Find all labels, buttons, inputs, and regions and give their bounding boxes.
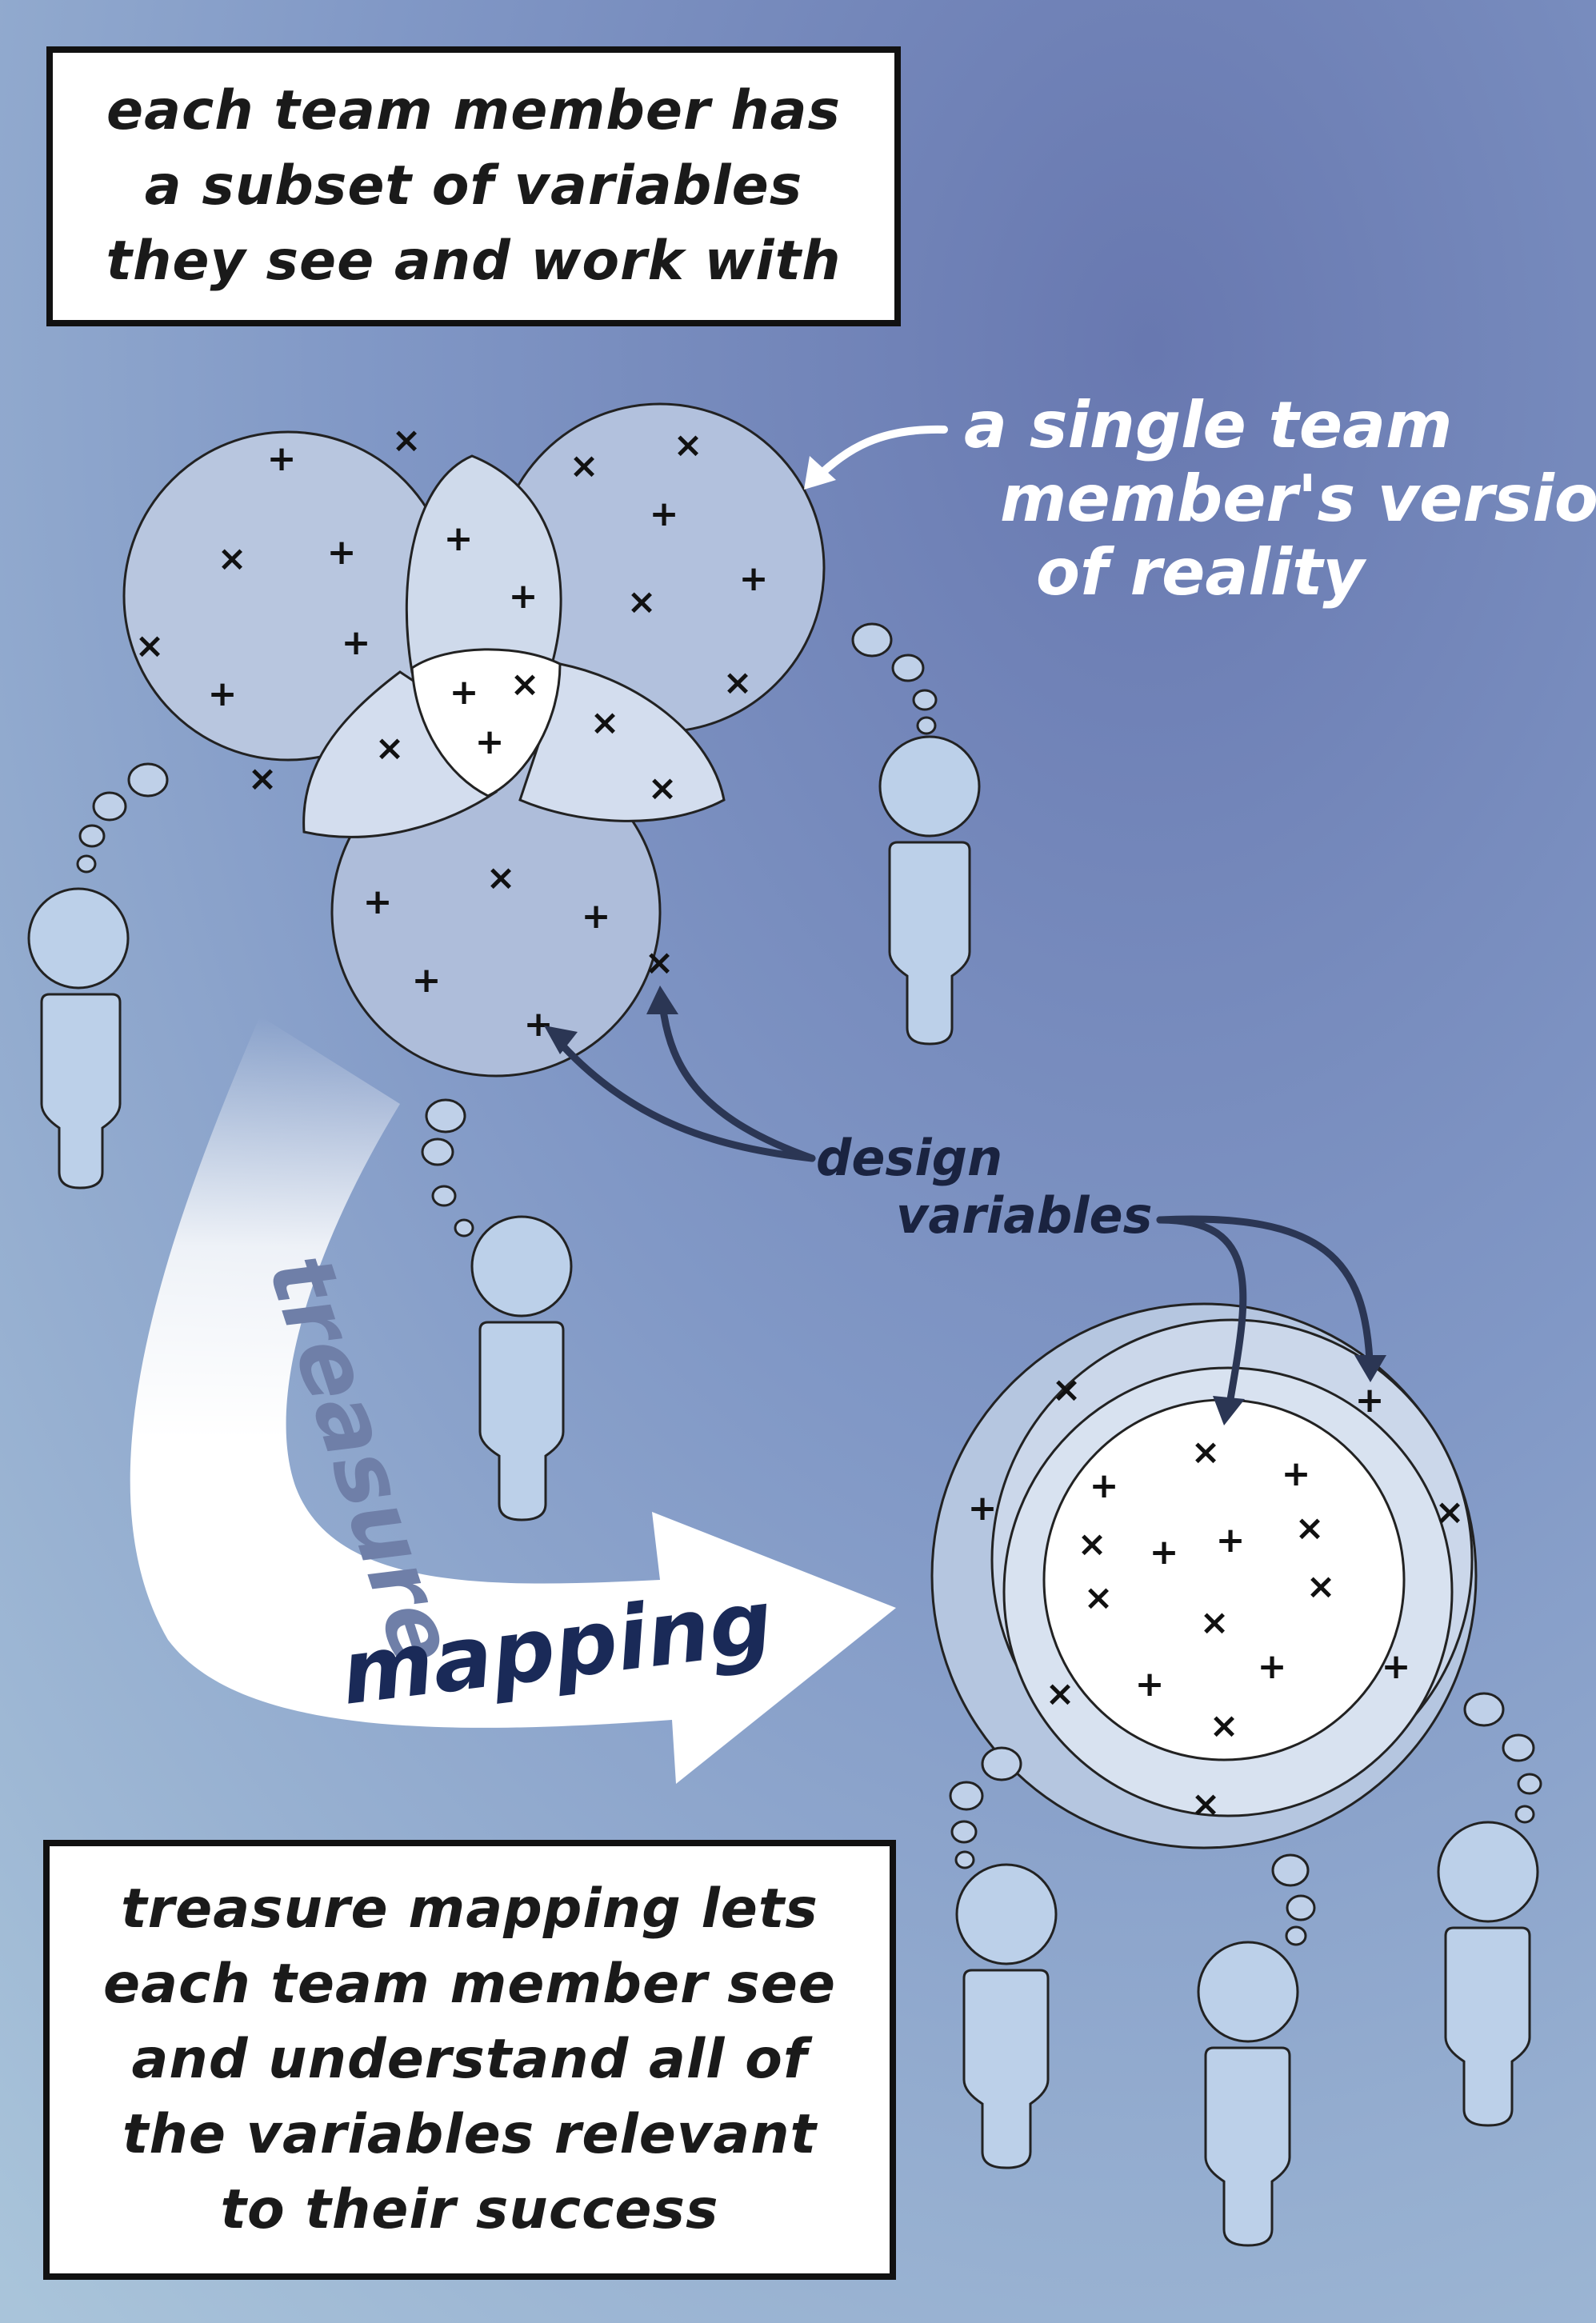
cross-marker: × bbox=[248, 758, 278, 799]
caption-top-line-3: they see and work with bbox=[106, 230, 842, 293]
overlap-center bbox=[410, 648, 562, 798]
cross-marker: × bbox=[590, 702, 620, 743]
cross-marker: × bbox=[1210, 1705, 1239, 1746]
cross-marker: × bbox=[1295, 1508, 1325, 1549]
plus-marker: + bbox=[1135, 1664, 1165, 1705]
person-top-left bbox=[27, 887, 130, 1189]
person-top-bottom bbox=[470, 1215, 573, 1521]
single-member-pointer-head bbox=[804, 456, 836, 490]
cross-marker: × bbox=[392, 420, 422, 461]
design-variables-label-1: design bbox=[816, 1129, 1003, 1187]
person-bottom-left bbox=[955, 1863, 1058, 2169]
single-member-label-2: member's version bbox=[1000, 462, 1596, 536]
shared-map-cluster bbox=[930, 1302, 1478, 1849]
cross-marker: × bbox=[375, 728, 405, 769]
plus-marker: + bbox=[1282, 1453, 1311, 1494]
caption-bottom-line-2: each team member see bbox=[103, 1953, 836, 2016]
design-pointer-1 bbox=[552, 1034, 816, 1162]
caption-bottom-line-5: to their success bbox=[220, 2178, 719, 2241]
thought-dots-top bbox=[76, 622, 938, 1237]
design-pointer-2 bbox=[658, 1000, 816, 1162]
overlap-right-bottom bbox=[518, 662, 726, 822]
person-bottom-right bbox=[1437, 1821, 1539, 2127]
plus-marker: + bbox=[650, 494, 679, 534]
design-pointer-2-head bbox=[646, 986, 678, 1014]
plus-marker: + bbox=[968, 1488, 998, 1529]
cross-marker: × bbox=[1084, 1577, 1114, 1618]
design-pointer-1-head bbox=[544, 1026, 578, 1054]
plus-marker: + bbox=[509, 576, 538, 617]
variables-pointer-2-head bbox=[1354, 1355, 1386, 1382]
plus-marker: + bbox=[450, 672, 479, 713]
caption-bottom-line-4: the variables relevant bbox=[122, 2103, 818, 2166]
plus-marker: + bbox=[1382, 1646, 1411, 1687]
treasure-mapping-arrow bbox=[130, 1016, 896, 1784]
plus-marker: + bbox=[1150, 1532, 1179, 1573]
cross-marker: × bbox=[1191, 1784, 1221, 1825]
design-variables-label-2: variables bbox=[896, 1186, 1153, 1245]
plus-marker: + bbox=[1355, 1380, 1385, 1421]
plus-marker: + bbox=[327, 532, 357, 573]
plus-marker: + bbox=[1258, 1646, 1287, 1687]
cross-marker: × bbox=[570, 446, 599, 486]
caption-top-line-2: a subset of variables bbox=[144, 154, 803, 218]
plus-marker: + bbox=[1090, 1465, 1119, 1506]
plus-marker: + bbox=[208, 674, 238, 714]
cross-marker: × bbox=[1306, 1566, 1336, 1607]
cross-marker: × bbox=[645, 942, 674, 983]
plus-marker: + bbox=[1216, 1520, 1246, 1561]
single-member-pointer bbox=[812, 425, 948, 482]
venn-cluster bbox=[122, 402, 826, 1078]
variables-pointer-2 bbox=[1156, 1215, 1374, 1364]
plus-marker: + bbox=[342, 622, 371, 663]
person-bottom-middle bbox=[1197, 1941, 1299, 2247]
caption-bottom-line-3: and understand all of bbox=[131, 2028, 808, 2091]
variables-pointer-1 bbox=[1156, 1216, 1247, 1408]
plus-marker: + bbox=[739, 558, 769, 599]
person-top-right bbox=[878, 735, 981, 1046]
plus-marker: + bbox=[267, 438, 297, 479]
cross-marker: × bbox=[135, 626, 165, 666]
cross-marker: × bbox=[510, 664, 540, 705]
plus-marker: + bbox=[412, 960, 442, 1001]
plus-marker: + bbox=[582, 896, 611, 937]
caption-top-line-1: each team member has bbox=[106, 79, 842, 142]
cross-marker: × bbox=[218, 538, 247, 579]
plus-marker: + bbox=[363, 882, 393, 922]
variables-pointer-1-head bbox=[1213, 1396, 1245, 1425]
cross-marker: × bbox=[1052, 1369, 1082, 1410]
cross-marker: × bbox=[723, 662, 753, 703]
thought-dots-bottom bbox=[949, 1692, 1542, 1946]
caption-top-box: each team member has a subset of variabl… bbox=[46, 46, 901, 326]
cross-marker: × bbox=[627, 582, 657, 622]
plus-marker: + bbox=[444, 518, 474, 559]
cross-marker: × bbox=[1046, 1673, 1075, 1714]
single-member-label-3: of reality bbox=[1036, 535, 1365, 610]
single-member-label-1: a single team bbox=[964, 388, 1453, 462]
callout-arrows bbox=[544, 425, 1386, 1425]
caption-bottom-box: treasure mapping lets each team member s… bbox=[43, 1840, 896, 2280]
plus-marker: + bbox=[524, 1004, 554, 1045]
cross-marker: × bbox=[648, 768, 678, 809]
cross-marker: × bbox=[486, 858, 516, 898]
plus-marker: + bbox=[475, 722, 505, 762]
caption-bottom-line-1: treasure mapping lets bbox=[121, 1877, 818, 1941]
cross-marker: × bbox=[1078, 1524, 1107, 1565]
variable-markers: + × × + × + + × + + × × + + × × + × + × … bbox=[135, 420, 1465, 1825]
cross-marker: × bbox=[1191, 1432, 1221, 1473]
cross-marker: × bbox=[1435, 1492, 1465, 1533]
cross-marker: × bbox=[1200, 1602, 1230, 1643]
cross-marker: × bbox=[674, 425, 703, 466]
